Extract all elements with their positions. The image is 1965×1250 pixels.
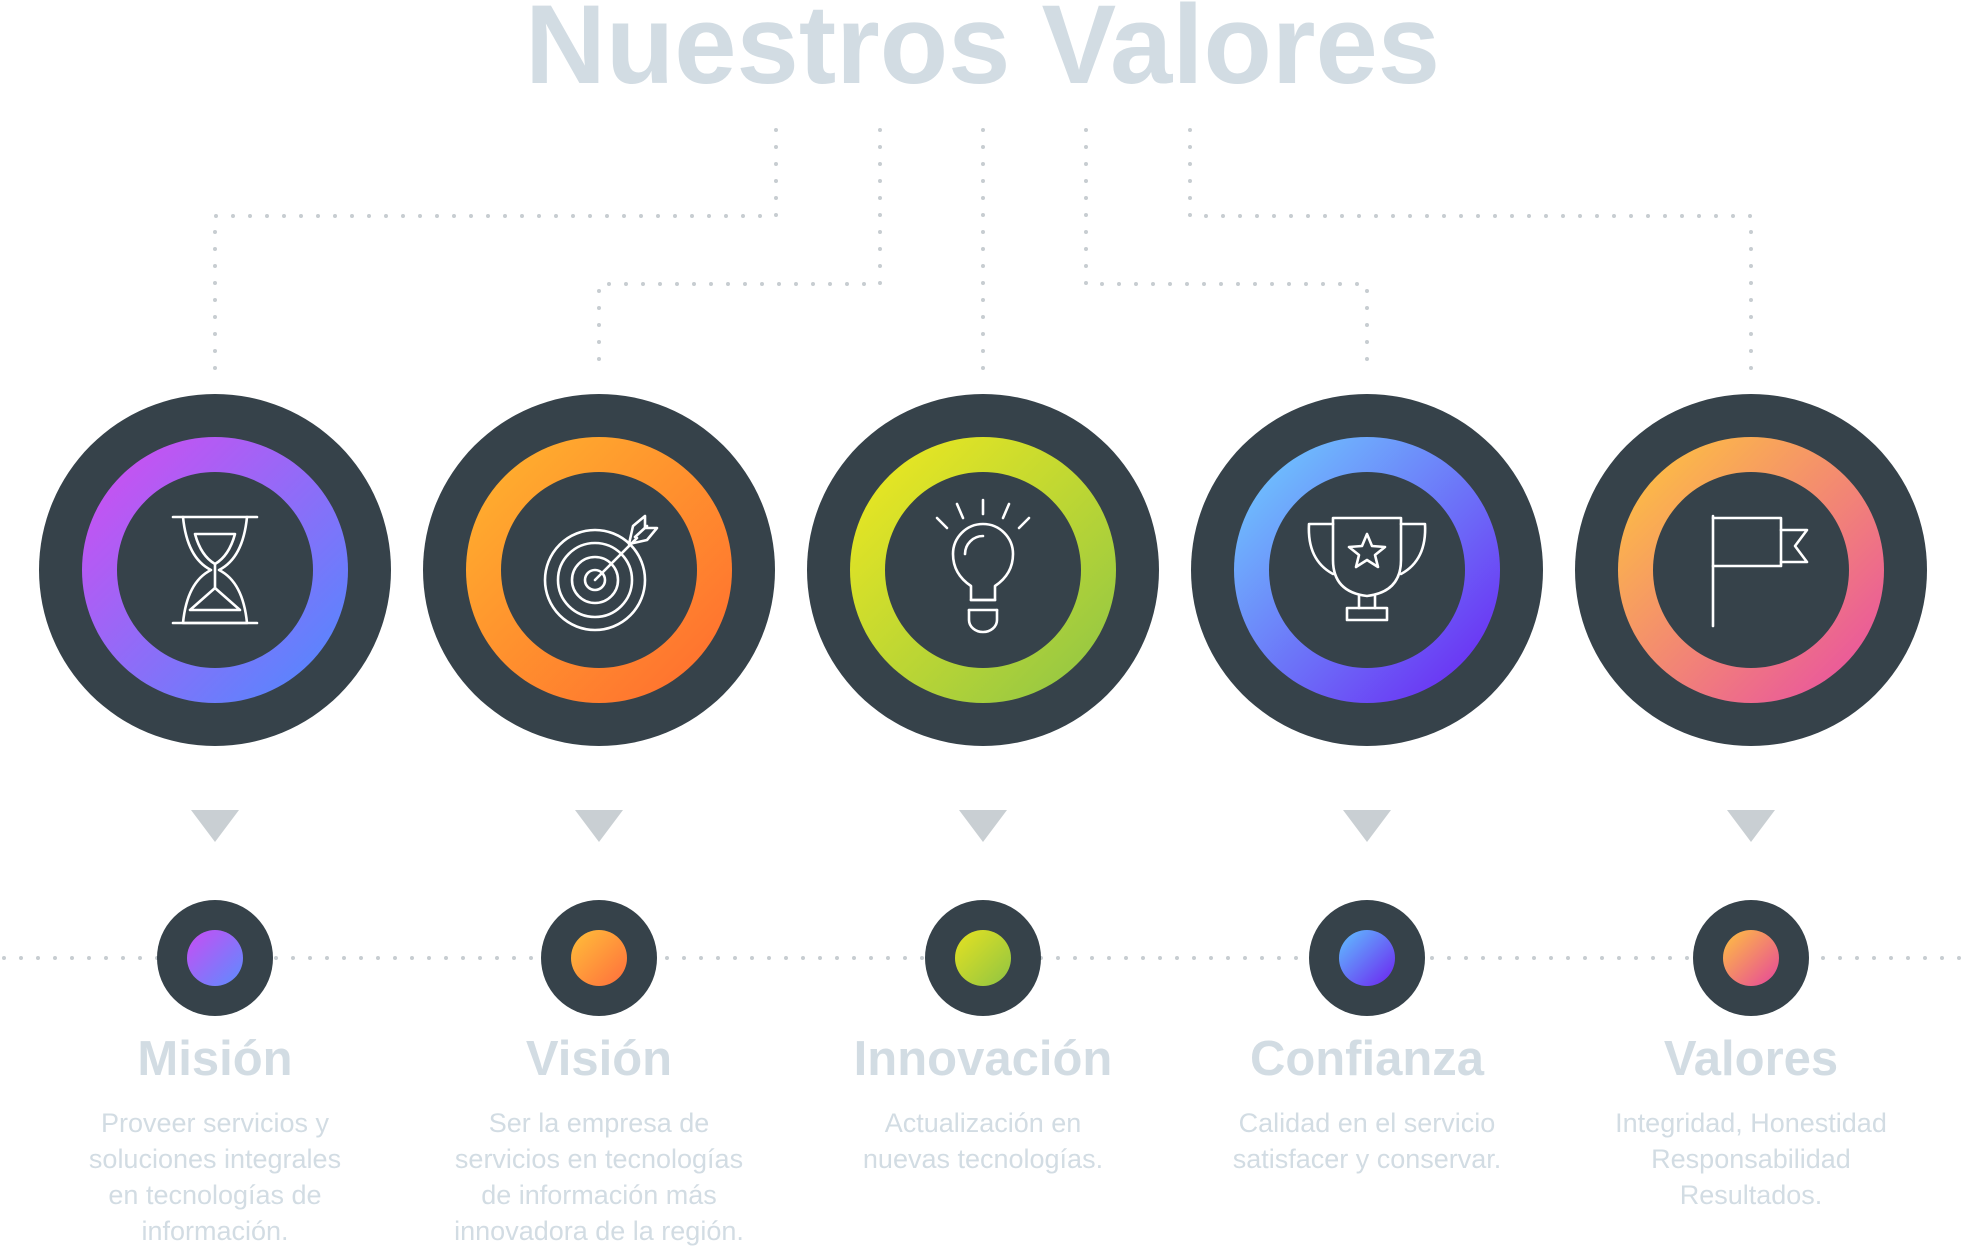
hourglass-icon <box>171 515 259 625</box>
connector-line-1 <box>213 128 778 377</box>
lightbulb-icon <box>935 498 1031 634</box>
timeline-dot <box>1339 930 1395 986</box>
value-title: Visión <box>525 1032 673 1086</box>
down-arrow <box>1727 810 1775 842</box>
value-description: Actualización en nuevas tecnologías. <box>862 1108 1104 1174</box>
page-title: Nuestros Valores <box>524 0 1441 107</box>
value-title: Misión <box>137 1032 293 1086</box>
inner-circle <box>1653 472 1849 668</box>
value-description: Ser la empresa de servicios en tecnologí… <box>454 1108 744 1246</box>
value-node-3 <box>807 394 1159 1016</box>
trophy-icon <box>1307 516 1427 622</box>
timeline-dot <box>955 930 1011 986</box>
down-arrow <box>1343 810 1391 842</box>
timeline-dot <box>187 930 243 986</box>
dotted-connectors <box>213 128 1753 377</box>
timeline-dot <box>1723 930 1779 986</box>
value-nodes <box>39 394 1927 1016</box>
connector-line-2 <box>597 128 882 377</box>
value-node-2 <box>423 394 775 1016</box>
inner-circle <box>1269 472 1465 668</box>
down-arrow <box>959 810 1007 842</box>
target-arrow-icon <box>543 514 659 632</box>
value-description: Calidad en el servicio satisfacer y cons… <box>1232 1108 1502 1174</box>
inner-circle <box>885 472 1081 668</box>
value-description: Integridad, Honestidad Responsabilidad R… <box>1615 1108 1887 1210</box>
connector-line-4 <box>1084 128 1369 377</box>
value-description: Proveer servicios y soluciones integrale… <box>88 1108 342 1246</box>
timeline-dot <box>571 930 627 986</box>
down-arrow <box>191 810 239 842</box>
value-title: Innovación <box>853 1032 1113 1086</box>
value-node-1 <box>39 394 391 1016</box>
value-title: Confianza <box>1249 1032 1485 1086</box>
value-node-4 <box>1191 394 1543 1016</box>
down-arrow <box>575 810 623 842</box>
flag-icon <box>1711 514 1809 628</box>
value-node-5 <box>1575 394 1927 1016</box>
value-title: Valores <box>1663 1032 1839 1086</box>
connector-line-5 <box>1188 128 1753 377</box>
